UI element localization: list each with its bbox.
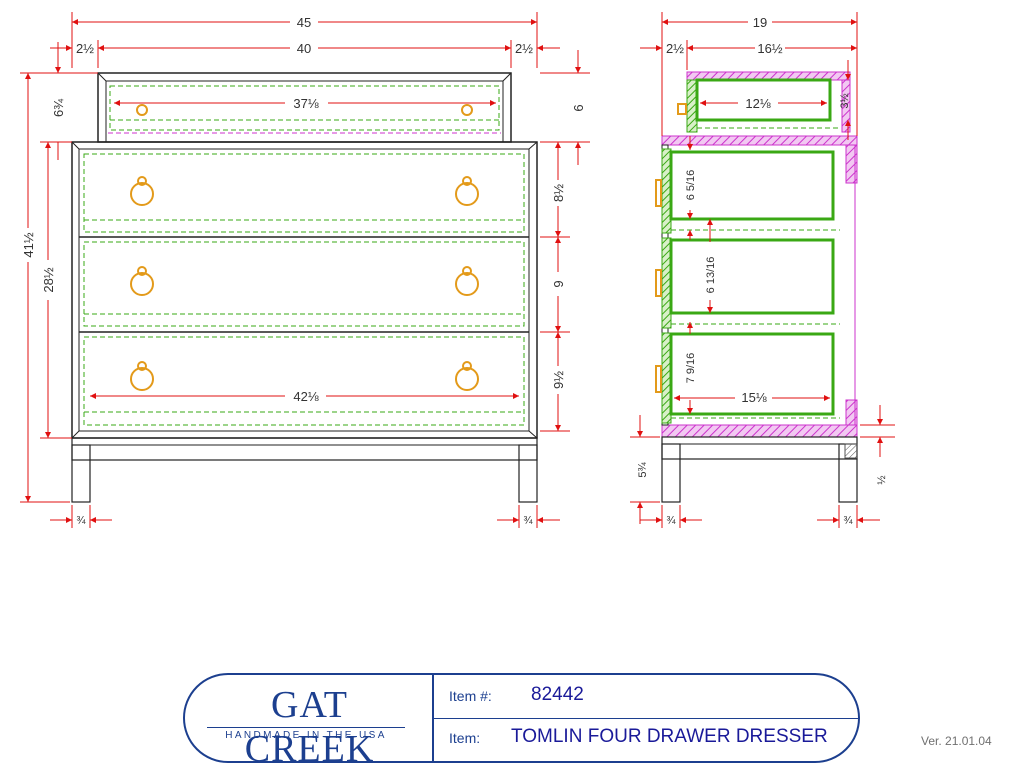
leg-left xyxy=(71,444,91,503)
ring-pull-icon xyxy=(130,266,154,296)
ring-pull-icon xyxy=(455,361,479,391)
logo-divider xyxy=(207,727,405,728)
item-name-value: TOMLIN FOUR DRAWER DRESSER xyxy=(511,726,828,747)
item-name-label: Item: xyxy=(449,730,481,746)
dim-leg-left: ¾ xyxy=(76,515,86,527)
dim-back-offset: 2½ xyxy=(666,41,684,56)
dim-inner-depth: 16½ xyxy=(757,41,782,56)
ring-pull-icon xyxy=(130,361,154,391)
drawer-1-box xyxy=(83,153,525,233)
title-block-row-divider xyxy=(434,718,858,719)
side-upper-drawer xyxy=(695,78,832,122)
side-ring-pull-icon xyxy=(655,179,662,207)
dim-overall-height: 41½ xyxy=(21,232,36,257)
dim-upper-drawer-depth: 12⅛ xyxy=(745,96,770,111)
side-drawer-1 xyxy=(669,150,835,221)
dim-drawer-2-height: 9 xyxy=(551,280,566,287)
base-rail xyxy=(71,437,538,461)
dim-side-leg-right: ¾ xyxy=(843,515,853,527)
dim-case-height: 28½ xyxy=(41,267,56,292)
dim-margin-left: 2½ xyxy=(76,41,94,56)
side-ring-pull-icon xyxy=(655,269,662,297)
side-ring-pull-icon xyxy=(655,365,662,393)
dim-side-upper-drawer-height: 3½ xyxy=(839,93,851,108)
dim-leg-height: 5¾ xyxy=(637,462,649,478)
dim-top-offset: 6¾ xyxy=(51,99,66,117)
company-logo: GAT CREEK xyxy=(244,684,375,770)
upper-drawer-box xyxy=(109,85,500,131)
side-case-top xyxy=(661,135,858,146)
dim-drawer-3-opening: 7 9/16 xyxy=(685,353,697,384)
title-block-divider xyxy=(432,675,434,761)
dim-drawer-2-opening: 6 13/16 xyxy=(705,257,717,294)
dim-overall-depth: 19 xyxy=(753,15,767,30)
leg-right xyxy=(518,444,538,503)
dim-drawer-1-opening: 6 5/16 xyxy=(685,170,697,201)
side-knob-icon xyxy=(677,103,687,115)
title-block: GAT CREEK HANDMADE IN THE USA Item #: 82… xyxy=(183,673,860,770)
dim-drawer-1-height: 8½ xyxy=(551,184,566,202)
dim-lower-drawer-width: 42⅛ xyxy=(293,389,318,404)
ring-pull-icon xyxy=(455,266,479,296)
item-number-label: Item #: xyxy=(449,688,492,704)
dim-leg-right: ¾ xyxy=(523,515,533,527)
side-drawer-3 xyxy=(669,332,835,416)
drawer-3-box xyxy=(83,336,525,426)
dim-drawer-depth: 15⅛ xyxy=(741,390,766,405)
side-base-rail xyxy=(661,436,858,460)
knob-icon xyxy=(461,104,473,116)
dim-margin-right: 2½ xyxy=(515,41,533,56)
ring-pull-icon xyxy=(130,176,154,206)
version-label: Ver. 21.01.04 xyxy=(921,734,992,748)
side-leg-left xyxy=(661,443,681,503)
dim-inner-width: 40 xyxy=(297,41,311,56)
dim-upper-drawer-width: 37⅛ xyxy=(293,96,318,111)
side-case-bottom xyxy=(661,424,858,438)
dim-side-leg-left: ¾ xyxy=(666,515,676,527)
side-drawer-2 xyxy=(669,238,835,315)
drawer-2-box xyxy=(83,241,525,327)
item-number-value: 82442 xyxy=(531,684,584,705)
company-tagline: HANDMADE IN THE USA xyxy=(225,730,387,741)
dim-overall-width: 45 xyxy=(297,15,311,30)
front-view: 45 2½ 40 2½ 37⅛ 42⅛ 41½ 28½ 6¾ 6 8½ 9 9½… xyxy=(20,12,590,528)
dim-drawer-3-height: 9½ xyxy=(551,371,566,389)
knob-icon xyxy=(136,104,148,116)
side-view: 19 2½ 16½ 12⅛ 3½ 6 5/16 6 13/16 7 9/16 1… xyxy=(630,12,895,528)
dim-upper-drawer-height: 6 xyxy=(571,104,586,111)
dim-bottom-offset: ½ xyxy=(876,475,888,484)
ring-pull-icon xyxy=(455,176,479,206)
